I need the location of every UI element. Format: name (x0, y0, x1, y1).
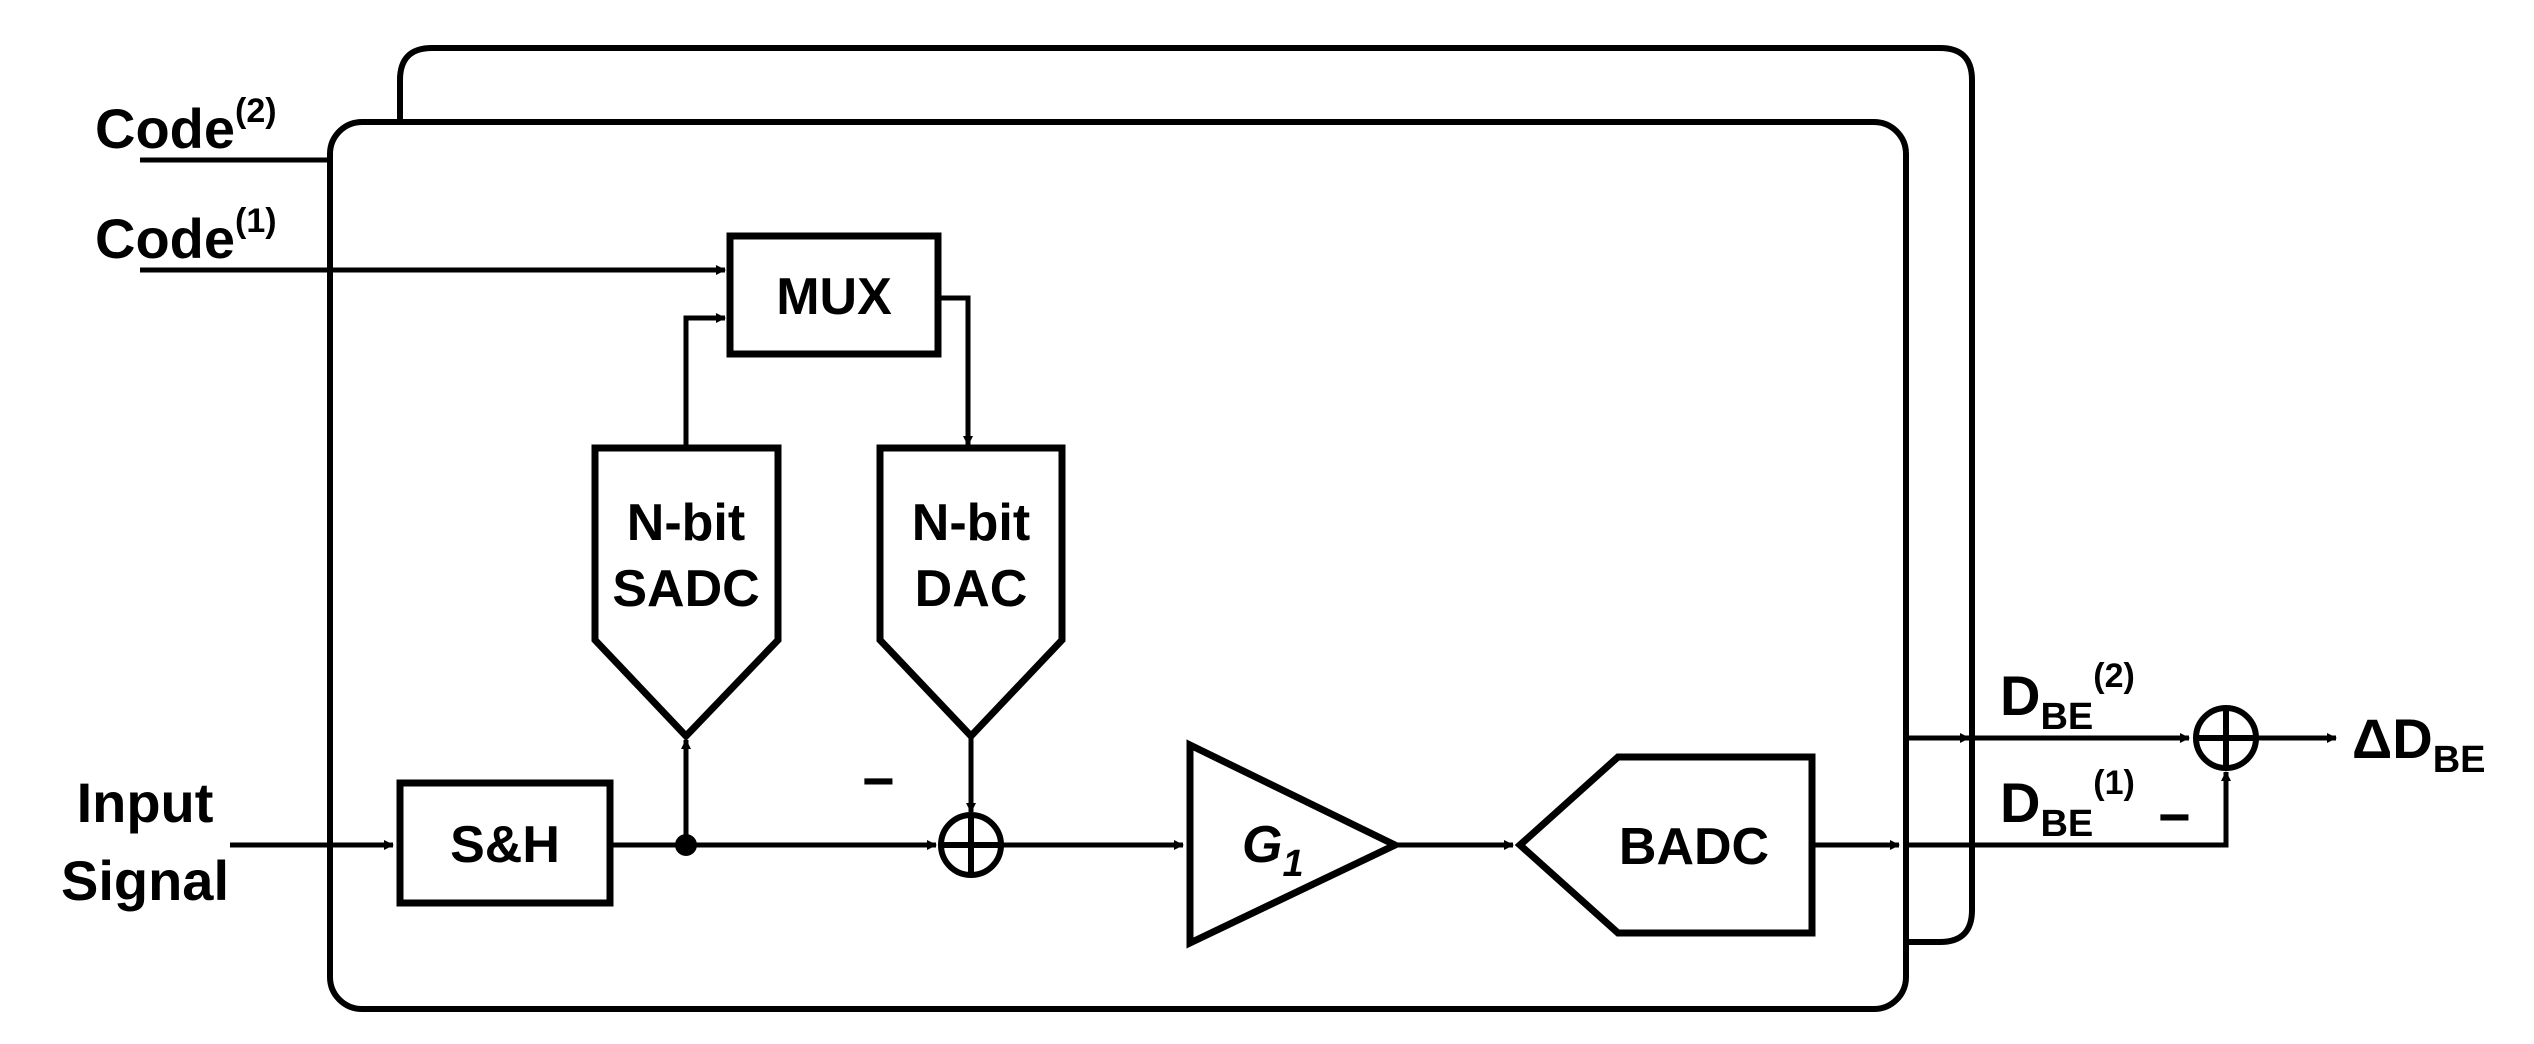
dac-label-line2: DAC (915, 560, 1028, 618)
sh-label: S&H (450, 816, 560, 874)
gain-block (1186, 739, 1404, 949)
dbe1-minus-sign: − (2158, 785, 2191, 848)
summing-junction-2 (2193, 705, 2259, 771)
input-label-line1: Input (77, 771, 214, 834)
mux-label: MUX (776, 268, 892, 326)
code2-label: Code(2) (95, 92, 277, 160)
frame-front (327, 119, 1909, 1012)
badc-label: BADC (1619, 818, 1769, 876)
mux-block (726, 232, 942, 358)
dac-label-line1: N-bit (912, 494, 1030, 552)
dac-minus-sign: − (862, 749, 895, 812)
code1-label: Code(1) (95, 202, 277, 270)
dac-block (876, 444, 1066, 742)
frame-back (397, 45, 1975, 945)
gain-label: G1 (1242, 816, 1304, 885)
dbe1-wire (1906, 771, 2231, 848)
delta-dbe-label: ΔDBE (2352, 707, 2486, 781)
input-label-line2: Signal (61, 849, 229, 912)
dbe2-label: DBE(2) (2000, 657, 2135, 738)
mux-to-dac-wire (938, 295, 973, 446)
sadc-label-line2: SADC (612, 560, 759, 618)
sadc-label-line1: N-bit (627, 494, 745, 552)
summing-junction-1 (938, 812, 1004, 878)
sadc-block (591, 444, 782, 742)
dbe1-label: DBE(1) (2000, 764, 2135, 845)
sh-block (396, 779, 614, 907)
sadc-to-mux-wire (683, 313, 726, 446)
